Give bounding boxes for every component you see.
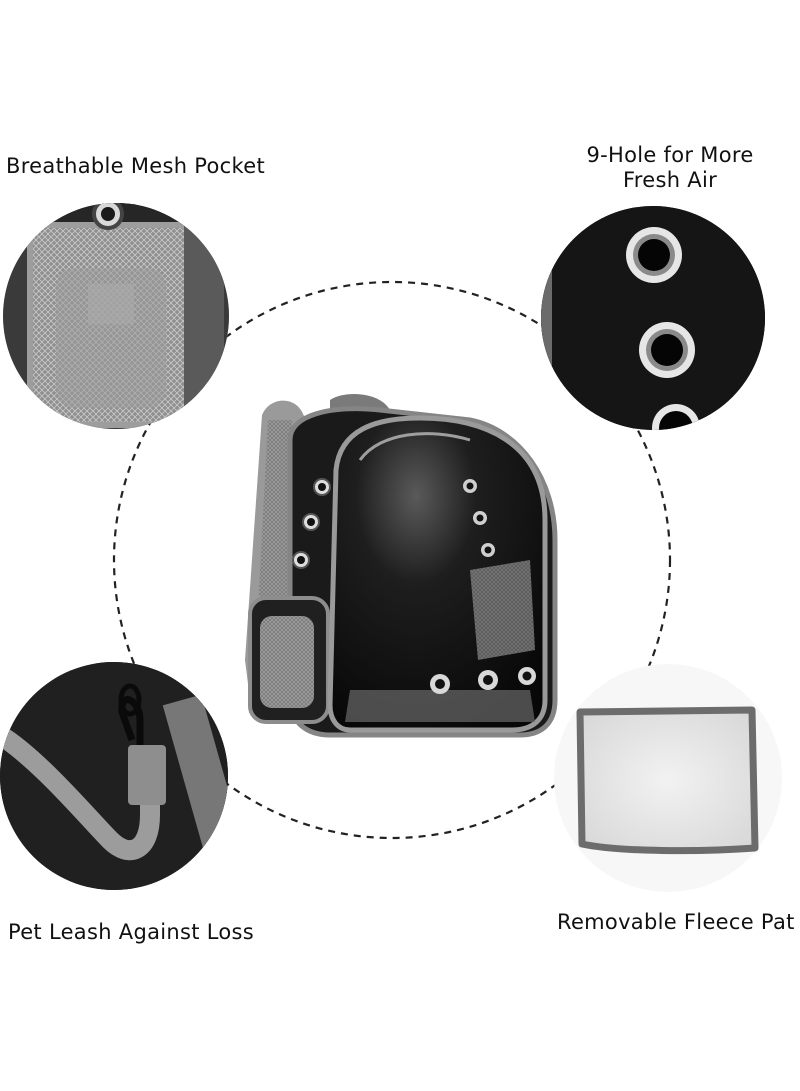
dashed-ring <box>112 280 672 840</box>
air-holes-caption-line1: 9-Hole for More <box>586 143 754 167</box>
pet-leash-detail <box>0 662 228 890</box>
fleece-pad-caption: Removable Fleece Pat <box>557 910 795 934</box>
air-holes-detail <box>541 206 765 430</box>
air-holes-caption: 9-Hole for More Fresh Air <box>560 143 780 193</box>
air-holes-caption-line2: Fresh Air <box>622 168 718 192</box>
eyelet-icon <box>626 227 682 283</box>
eyelet-icon <box>639 322 695 378</box>
fleece-pad-detail <box>554 664 782 892</box>
eyelet-icon <box>652 404 700 430</box>
pet-leash-caption: Pet Leash Against Loss <box>8 920 255 944</box>
mesh-pocket-detail <box>3 203 229 429</box>
bubble-backpack-carrier <box>245 394 558 738</box>
mesh-pocket-caption: Breathable Mesh Pocket <box>6 154 265 178</box>
